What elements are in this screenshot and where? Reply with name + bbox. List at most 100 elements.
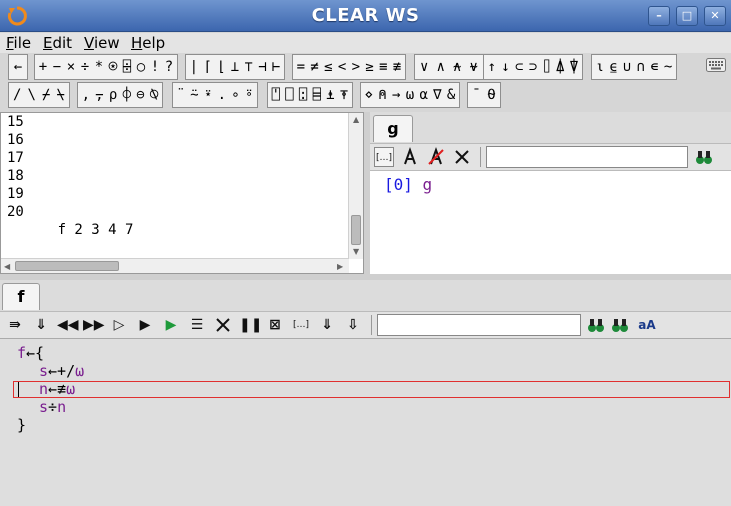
code-line[interactable]: f←{ — [17, 344, 44, 362]
apl-symbol-button[interactable]: * — [94, 59, 104, 75]
apl-symbol-button[interactable]: ⊢ — [271, 59, 281, 75]
apl-symbol-button[interactable]: ← — [13, 59, 23, 75]
apl-symbol-button[interactable]: ⍪ — [95, 87, 104, 103]
close-x-icon[interactable] — [452, 147, 472, 167]
apl-symbol-button[interactable]: ⍴ — [108, 87, 118, 103]
apl-symbol-button[interactable]: ∪ — [622, 59, 632, 75]
clear-stops-icon[interactable]: ⊠ — [269, 317, 281, 333]
apl-symbol-button[interactable]: ⍱ — [469, 59, 478, 75]
session-horizontal-scrollbar[interactable]: ◀ ▶ — [1, 258, 349, 273]
apl-symbol-button[interactable]: ∘ — [231, 87, 240, 103]
apl-symbol-button[interactable]: ∩ — [636, 59, 646, 75]
apl-symbol-button[interactable]: + — [38, 59, 48, 75]
apl-symbol-button[interactable]: ⍨ — [190, 87, 199, 103]
apl-symbol-button[interactable]: ≠ — [310, 59, 319, 75]
apl-symbol-button[interactable]: ! — [150, 59, 160, 75]
apl-symbol-button[interactable]: ⍒ — [569, 59, 579, 75]
apl-symbol-button[interactable]: \ — [27, 87, 36, 103]
vertical-splitter[interactable] — [364, 112, 370, 274]
keyboard-icon[interactable] — [706, 58, 726, 72]
apl-symbol-button[interactable]: ⍣ — [203, 87, 213, 103]
apl-symbol-button[interactable]: ∊ — [650, 59, 659, 75]
apl-symbol-button[interactable]: × — [66, 59, 76, 75]
toggle-down-arrow-icon[interactable]: ⇩ — [347, 317, 359, 333]
var-item[interactable]: [0] g — [384, 175, 432, 194]
minimize-button[interactable]: – — [648, 6, 670, 26]
code-line[interactable]: s←+/⍵ — [39, 362, 84, 380]
match-case-toggle[interactable]: aA — [638, 318, 656, 332]
apl-symbol-button[interactable]: ⍉ — [149, 87, 159, 103]
code-line[interactable]: n←≢⍵ — [39, 380, 75, 398]
apl-symbol-button[interactable]: ÷ — [80, 59, 90, 75]
apl-symbol-button[interactable]: ∨ — [420, 59, 429, 75]
apl-symbol-button[interactable]: ⌷ — [542, 59, 551, 75]
apl-symbol-button[interactable]: ⊃ — [528, 59, 538, 75]
apl-symbol-button[interactable]: ○ — [136, 59, 146, 75]
apl-symbol-button[interactable]: ⍷ — [609, 59, 618, 75]
apl-symbol-button[interactable]: = — [296, 59, 306, 75]
apl-symbol-button[interactable]: > — [351, 59, 361, 75]
apl-symbol-button[interactable]: | — [189, 59, 199, 75]
editor-pane[interactable]: f←{s←+/⍵n←≢⍵s÷n} — [0, 338, 731, 506]
play-icon[interactable]: ▶ — [139, 317, 151, 333]
apl-symbol-button[interactable]: & — [446, 87, 456, 103]
skip-back-icon[interactable]: ◀◀ — [57, 317, 79, 333]
session-pane[interactable]: 15 16 17 18 19 20 f 2 3 4 7 ▲ ▼ ◀ ▶ — [0, 112, 364, 274]
clear-font-icon[interactable] — [426, 147, 446, 167]
close-x-icon[interactable] — [213, 315, 233, 335]
apl-symbol-button[interactable]: / — [13, 87, 22, 103]
brackets-icon[interactable]: […] — [374, 147, 394, 167]
editor-search-input[interactable] — [377, 314, 581, 336]
apl-symbol-button[interactable]: ↓ — [501, 59, 510, 75]
brackets-icon[interactable]: […] — [292, 320, 310, 330]
apl-symbol-button[interactable]: ∇ — [433, 87, 442, 103]
menu-help[interactable]: Help — [131, 34, 166, 52]
apl-symbol-button[interactable]: ≡ — [379, 59, 388, 75]
scroll-thumb[interactable] — [351, 215, 361, 245]
apl-symbol-button[interactable]: ↑ — [487, 59, 497, 75]
scroll-thumb[interactable] — [15, 261, 119, 271]
apl-symbol-button[interactable]: ? — [164, 59, 174, 75]
apl-symbol-button[interactable]: ⌊ — [217, 59, 226, 75]
apl-symbol-button[interactable]: ⎕ — [285, 87, 294, 103]
vars-search-input[interactable] — [486, 146, 688, 168]
apl-symbol-button[interactable]: ⍤ — [244, 87, 254, 103]
apl-symbol-button[interactable]: ⌽ — [122, 87, 132, 103]
vars-list[interactable]: [0] g — [370, 171, 731, 274]
apl-symbol-button[interactable]: ⌸ — [312, 87, 322, 103]
skip-forward-icon[interactable]: ▶▶ — [83, 317, 105, 333]
apl-symbol-button[interactable]: − — [52, 59, 62, 75]
apl-symbol-button[interactable]: ∧ — [436, 59, 445, 75]
scroll-down-icon[interactable]: ▼ — [353, 247, 360, 256]
continue-outline-icon[interactable]: ▷ — [113, 317, 125, 333]
scroll-left-icon[interactable]: ◀ — [4, 262, 11, 271]
apl-symbol-button[interactable]: ≥ — [365, 59, 374, 75]
replace-binoculars-icon[interactable] — [610, 315, 630, 335]
apl-symbol-button[interactable]: ⍕ — [339, 87, 349, 103]
edit-name-icon[interactable]: ☰ — [190, 317, 204, 333]
horizontal-splitter[interactable] — [0, 274, 731, 280]
menu-view[interactable]: View — [84, 34, 120, 52]
apl-symbol-button[interactable]: ⊖ — [136, 87, 145, 103]
pause-icon[interactable]: ❚❚ — [239, 317, 263, 333]
apl-symbol-button[interactable]: ⍋ — [556, 59, 565, 75]
step-over-icon[interactable]: ⇛ — [9, 317, 21, 333]
apl-symbol-button[interactable]: ⍲ — [453, 59, 462, 75]
apl-symbol-button[interactable]: ≢ — [392, 59, 402, 75]
tab-f[interactable]: f — [2, 283, 40, 310]
apl-symbol-button[interactable]: ¯ — [472, 87, 481, 103]
apl-symbol-button[interactable]: ⊥ — [230, 59, 240, 75]
apl-symbol-button[interactable]: , — [81, 87, 91, 103]
search-binoculars-icon[interactable] — [586, 315, 606, 335]
code-line[interactable]: s÷n — [39, 398, 66, 416]
run-green-icon[interactable]: ▶ — [165, 317, 177, 333]
apl-symbol-button[interactable]: ⊂ — [515, 59, 524, 75]
menu-file[interactable]: File — [6, 34, 32, 52]
apl-symbol-button[interactable]: ⍳ — [595, 59, 605, 75]
apl-symbol-button[interactable]: ¨ — [176, 87, 186, 103]
scroll-up-icon[interactable]: ▲ — [353, 115, 360, 124]
apl-symbol-button[interactable]: ⌈ — [203, 59, 212, 75]
apl-symbol-button[interactable]: ⍀ — [56, 87, 65, 103]
apl-symbol-button[interactable]: ⋄ — [364, 87, 374, 103]
binoculars-icon[interactable] — [694, 147, 714, 167]
